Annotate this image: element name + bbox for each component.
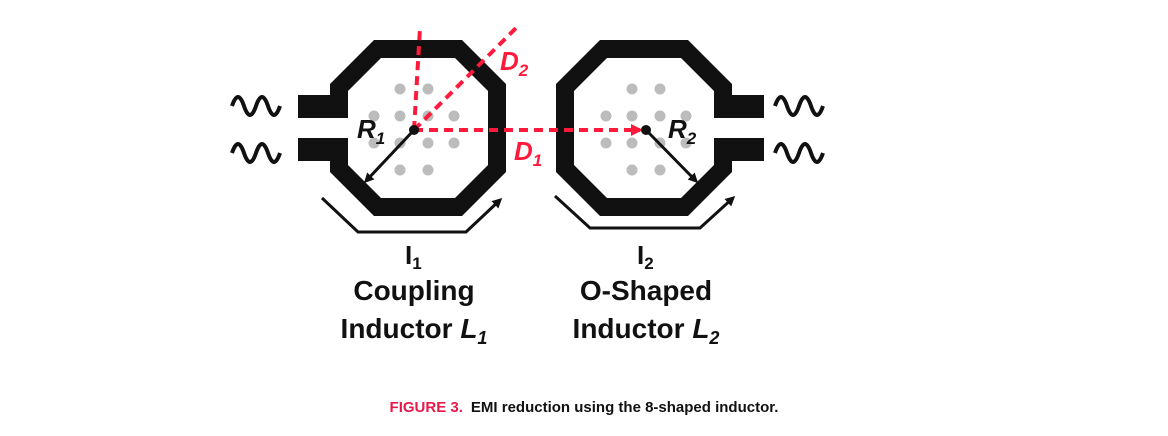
figure-caption: FIGURE 3. EMI reduction using the 8-shape… <box>0 399 1168 416</box>
left-center-dot <box>409 125 419 135</box>
i2-label: I2 <box>637 240 654 273</box>
figure-number: FIGURE 3. <box>389 399 463 416</box>
coupling-inductor-name: Inductor L1 <box>341 313 488 348</box>
vertical-dashed-line <box>412 27 422 131</box>
d2-distance-line <box>412 26 518 132</box>
i1-label: I1 <box>405 240 422 273</box>
right-center-dot <box>641 125 651 135</box>
coupling-inductor-title: Coupling <box>353 275 474 306</box>
right-core-dots <box>600 83 692 176</box>
right-bottom-wave-icon <box>773 142 825 164</box>
o-shaped-inductor-title: O-Shaped <box>580 275 712 306</box>
left-top-wave-icon <box>230 95 282 117</box>
r1-label: R1 <box>357 114 385 148</box>
figure-caption-text: EMI reduction using the 8-shaped inducto… <box>470 399 779 416</box>
d1-label: D1 <box>514 136 542 170</box>
r1-radius-arrow <box>363 128 416 184</box>
r2-label: R2 <box>668 114 697 148</box>
i1-current-arrow <box>320 196 503 234</box>
o-shaped-inductor-name: Inductor L2 <box>573 313 720 348</box>
right-top-wave-icon <box>773 95 825 117</box>
o-shaped-inductor-coil <box>556 40 764 216</box>
d2-label: D2 <box>500 46 529 80</box>
left-bottom-wave-icon <box>230 142 282 164</box>
r2-radius-arrow <box>644 128 699 184</box>
i2-current-arrow <box>553 194 736 230</box>
coupling-inductor-coil <box>298 40 506 216</box>
